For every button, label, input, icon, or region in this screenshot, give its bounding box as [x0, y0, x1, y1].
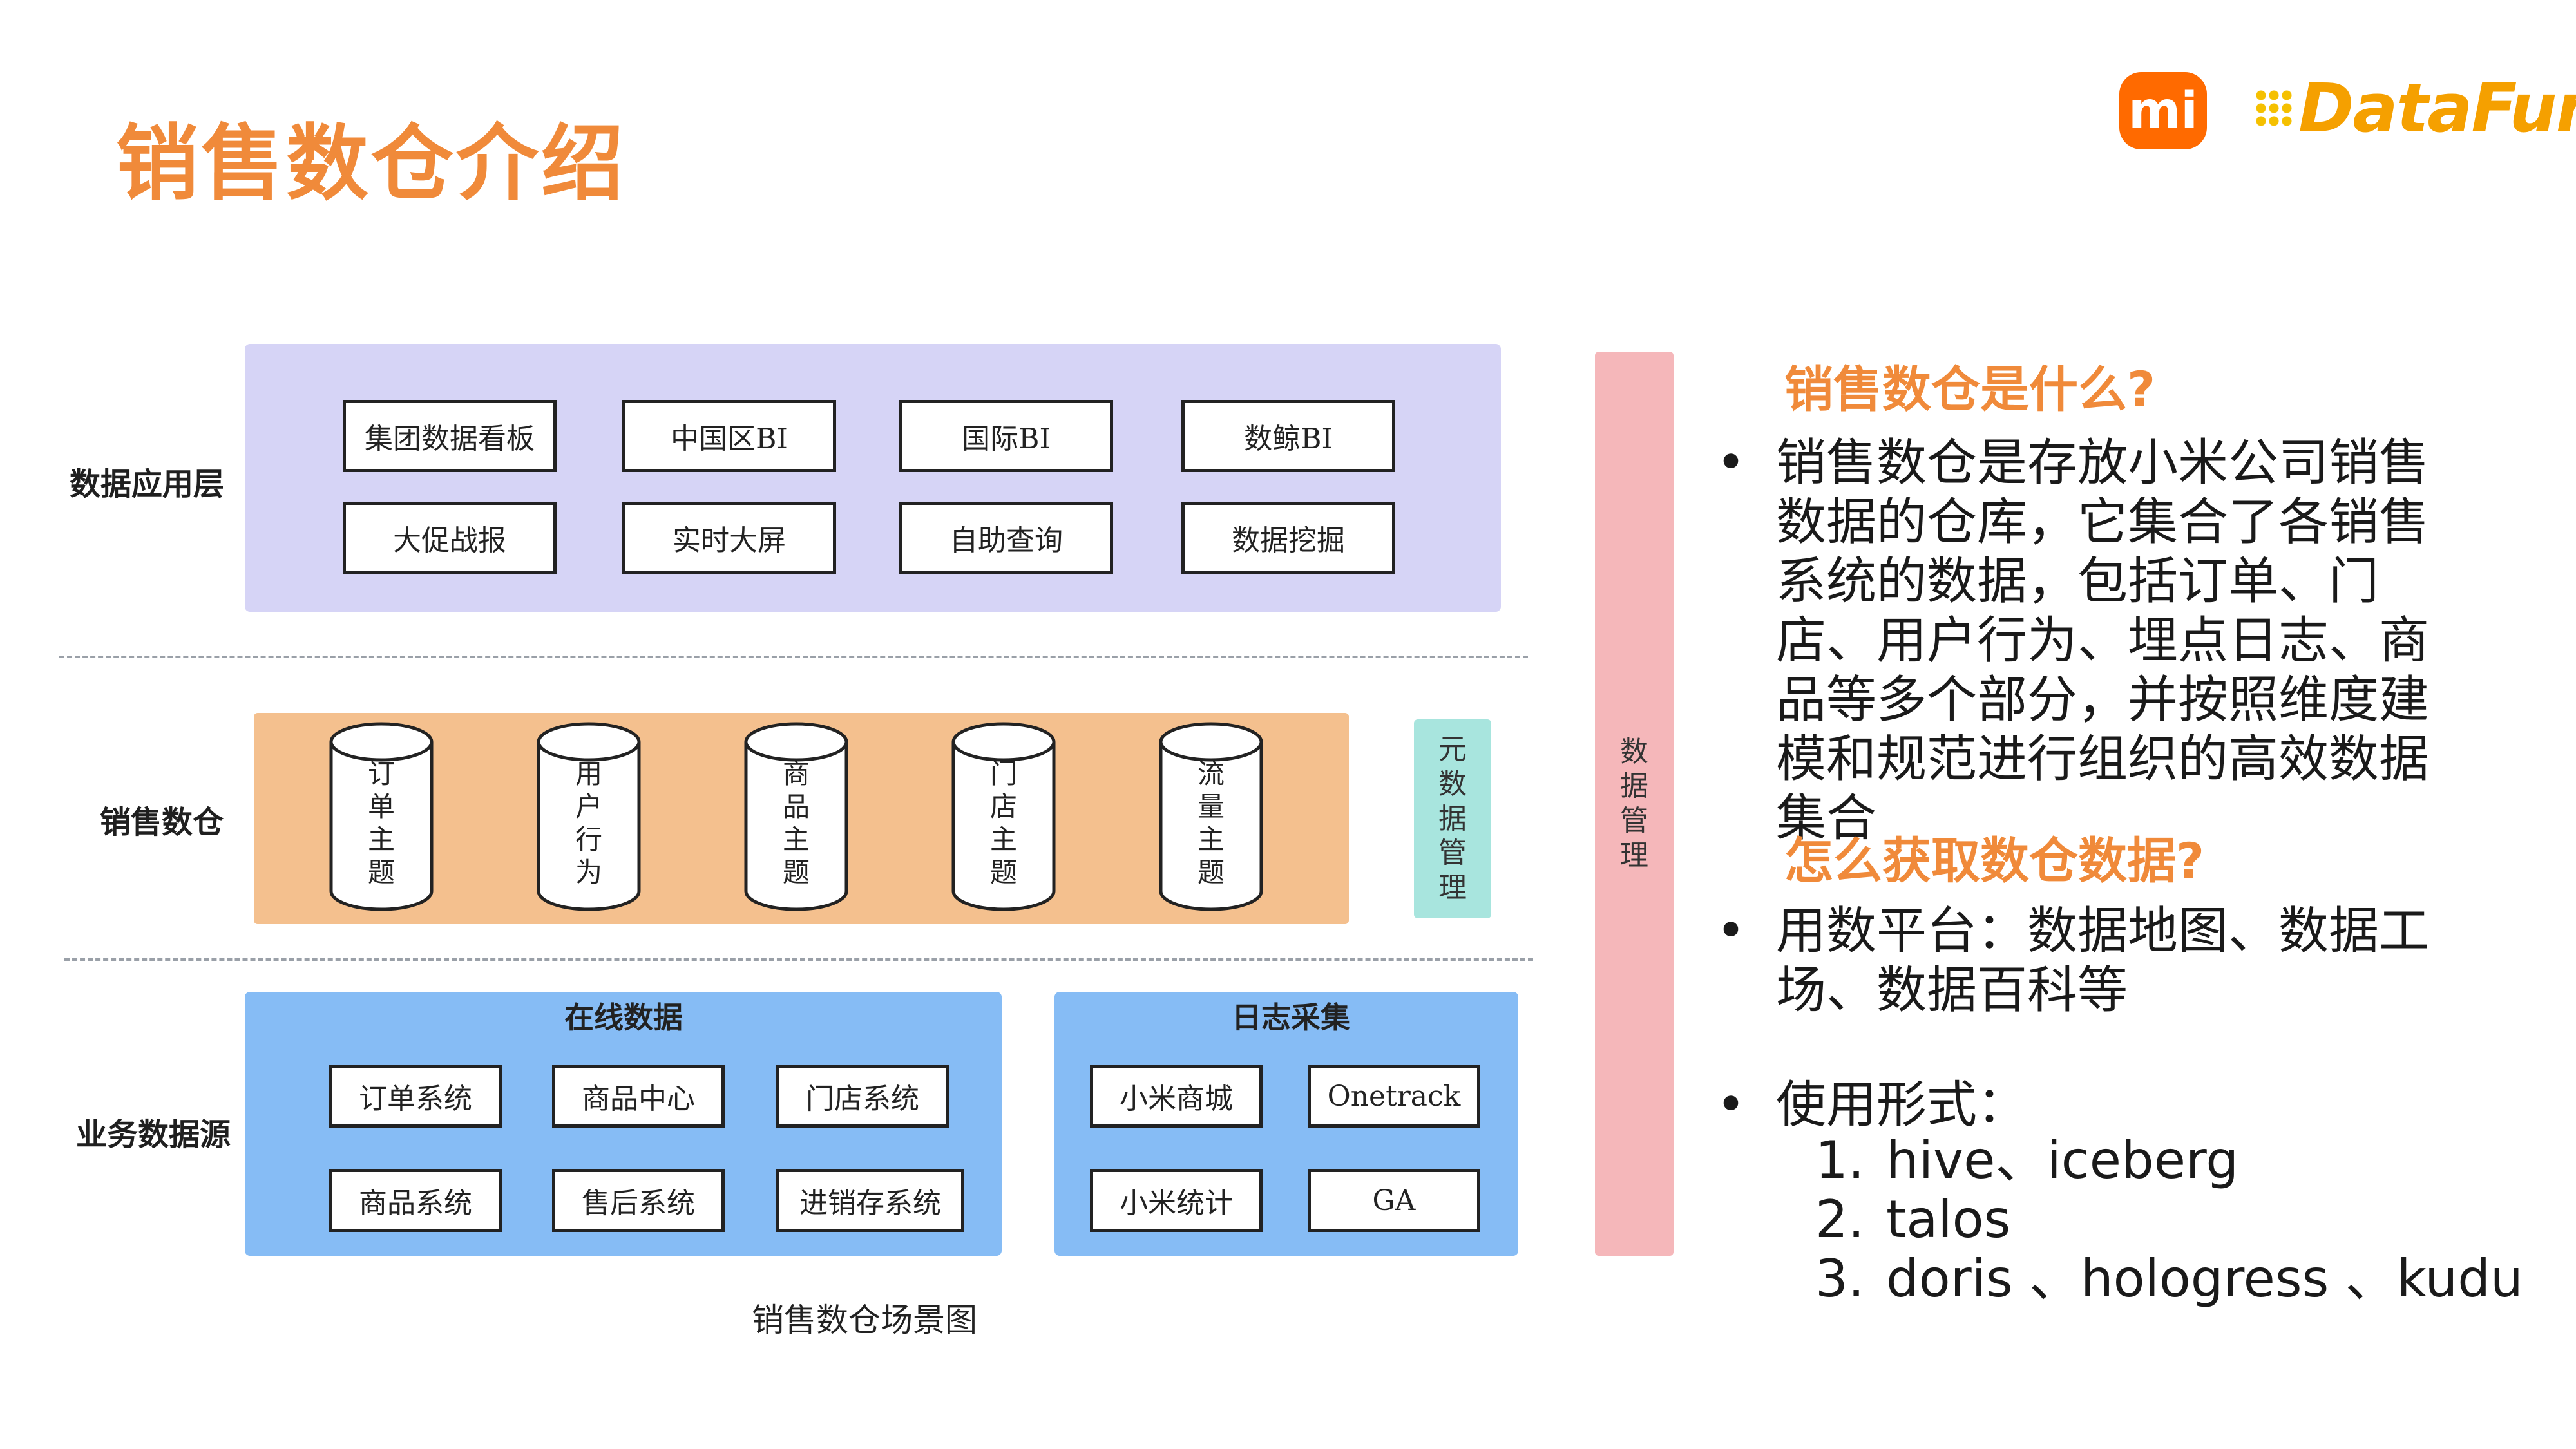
app-box: 国际BI: [899, 400, 1113, 472]
app-box: 数据挖掘: [1181, 502, 1395, 574]
topic-cylinder: 门店主题: [950, 720, 1057, 913]
question-what-is: 销售数仓是什么?: [1784, 361, 2156, 418]
list-item: 1.hive、iceberg: [1815, 1130, 2239, 1190]
app-box: 大促战报: [343, 502, 557, 574]
topic-label: 流量主题: [1197, 757, 1225, 889]
app-box: 实时大屏: [622, 502, 836, 574]
bullet-icon: •: [1716, 1076, 1746, 1134]
app-box: 自助查询: [899, 502, 1113, 574]
page-title: 销售数仓介绍: [116, 116, 627, 212]
layer-label-dw: 销售数仓: [100, 804, 224, 840]
answer-text: 销售数仓是存放小米公司销售数据的仓库，它集合了各销售系统的数据，包括订单、门店、…: [1776, 434, 2430, 848]
app-box: 中国区BI: [622, 400, 836, 472]
bullet-icon: •: [1716, 902, 1746, 960]
source-box: Onetrack: [1308, 1065, 1480, 1128]
list-item: 3.doris 、hologress 、kudu: [1815, 1249, 2523, 1309]
online-data-title: 在线数据: [564, 1000, 683, 1035]
topic-label: 订单主题: [367, 757, 395, 889]
source-box: 小米商城: [1090, 1065, 1263, 1128]
topic-label: 用户行为: [575, 757, 602, 889]
data-management-bar: 数据管理: [1595, 352, 1674, 1256]
diagram-caption: 销售数仓场景图: [752, 1302, 977, 1339]
source-box: 小米统计: [1090, 1169, 1263, 1232]
data-management-label: 数据管理: [1619, 735, 1648, 872]
layer-divider: [59, 656, 1528, 658]
source-box: 商品系统: [329, 1169, 502, 1232]
topic-label: 门店主题: [989, 757, 1017, 889]
source-box: GA: [1308, 1169, 1480, 1232]
datafun-logo: DataFun.: [2255, 69, 2576, 147]
log-collection-title: 日志采集: [1232, 1000, 1350, 1035]
metadata-management-label: 元数据管理: [1438, 733, 1467, 904]
answer-text: 用数平台：数据地图、数据工场、数据百科等: [1776, 902, 2430, 1019]
answer-text: 使用形式：: [1776, 1076, 2028, 1134]
answer-usage: • 使用形式：: [1708, 1075, 2481, 1135]
list-item: 2.talos: [1815, 1189, 2011, 1249]
source-box: 进销存系统: [776, 1169, 964, 1232]
layer-label-app: 数据应用层: [70, 466, 225, 502]
topic-cylinder: 订单主题: [328, 720, 435, 913]
question-how-to-get: 怎么获取数仓数据?: [1784, 832, 2205, 889]
source-box: 门店系统: [776, 1065, 949, 1128]
usage-list: 1.hive、iceberg 2.talos 3.doris 、hologres…: [1815, 1131, 2523, 1309]
layer-divider: [64, 958, 1533, 961]
xiaomi-logo: mi: [2119, 72, 2207, 149]
source-box: 商品中心: [552, 1065, 725, 1128]
app-box: 数鲸BI: [1181, 400, 1395, 472]
bullet-icon: •: [1716, 434, 1746, 492]
layer-label-source: 业务数据源: [76, 1117, 231, 1153]
topic-cylinder: 商品主题: [743, 720, 850, 913]
source-box: 订单系统: [329, 1065, 502, 1128]
topic-label: 商品主题: [782, 757, 810, 889]
app-box: 集团数据看板: [343, 400, 557, 472]
datafun-logo-text: DataFun.: [2298, 69, 2576, 147]
topic-cylinder: 流量主题: [1158, 720, 1264, 913]
metadata-management-box: 元数据管理: [1414, 719, 1491, 918]
answer-platform: • 用数平台：数据地图、数据工场、数据百科等: [1708, 902, 2468, 1020]
datafun-dots-icon: [2255, 89, 2293, 128]
source-box: 售后系统: [552, 1169, 725, 1232]
topic-cylinder: 用户行为: [535, 720, 642, 913]
answer-what-is: • 销售数仓是存放小米公司销售数据的仓库，它集合了各销售系统的数据，包括订单、门…: [1708, 433, 2468, 848]
